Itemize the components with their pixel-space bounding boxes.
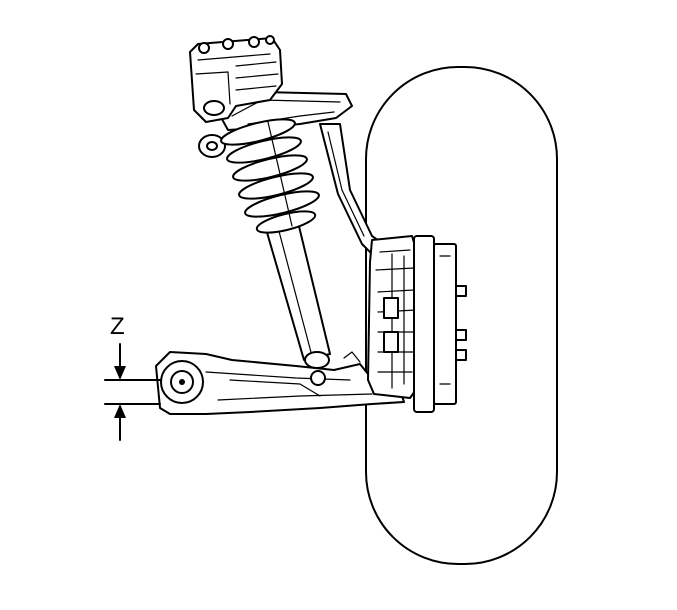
strut-mount	[189, 35, 283, 123]
coil-spring	[220, 118, 320, 234]
lower-control-arm	[155, 351, 405, 415]
dimension-z: Z	[104, 313, 161, 441]
tire	[365, 66, 558, 565]
hub-assembly	[367, 235, 467, 413]
upper-bushing	[198, 134, 226, 158]
shock-absorber	[263, 213, 331, 369]
dimension-label: Z	[110, 313, 125, 340]
